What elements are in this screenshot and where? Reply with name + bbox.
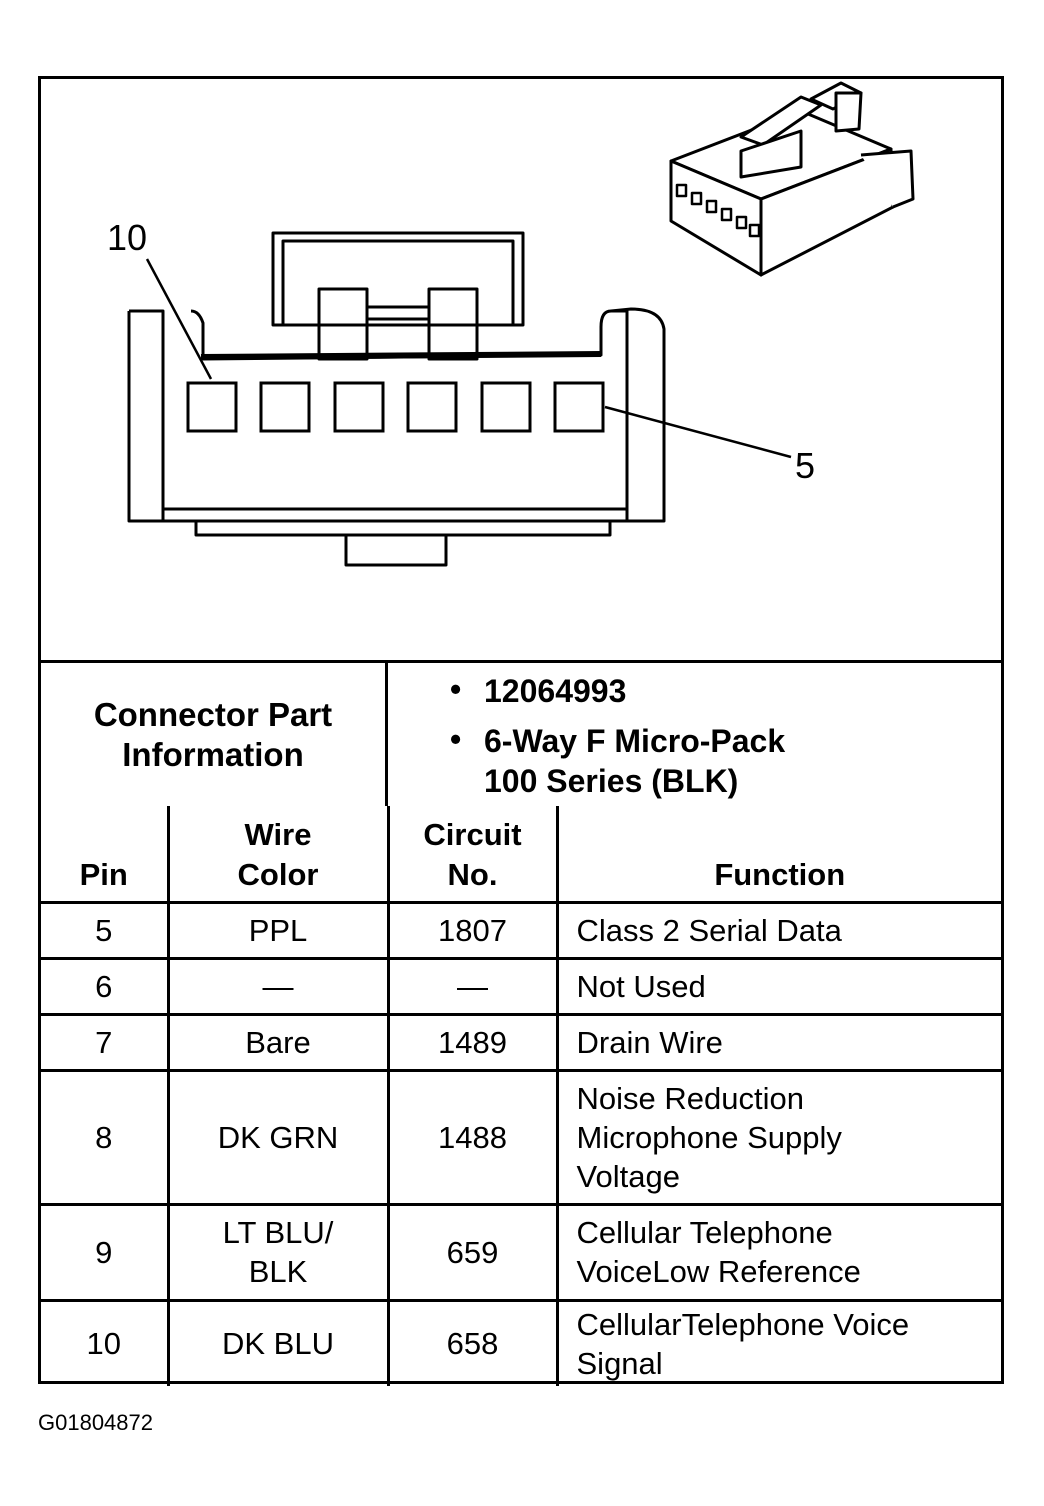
connector-isometric-view [669, 81, 915, 277]
cell-wire-color: DK GRN [166, 1068, 390, 1206]
cell-circuit: 659 [386, 1202, 559, 1302]
leader-line-pin-5 [604, 405, 792, 459]
description-line-2: 100 Series (BLK) [484, 763, 739, 799]
pin-cavity-5 [553, 381, 605, 433]
cell-wire-color: DK BLU [166, 1298, 390, 1386]
cell-circuit: 1488 [386, 1068, 559, 1206]
cell-circuit: 658 [386, 1298, 559, 1386]
cell-function: Class 2 Serial Data [555, 900, 1001, 960]
header-function: Function [555, 806, 1001, 904]
connector-part-info: Connector Part Information • 12064993 • … [41, 660, 1001, 806]
cell-function: Cellular Telephone VoiceLow Reference [555, 1202, 1001, 1302]
leader-line-pin-10 [145, 258, 213, 380]
pin-cavity-10 [186, 381, 238, 433]
connector-part-info-values: • 12064993 • 6-Way F Micro-Pack 100 Seri… [388, 663, 1001, 806]
connector-part-info-label: Connector Part Information [41, 663, 388, 806]
figure-code: G01804872 [38, 1410, 153, 1435]
pin-label-10: 10 [107, 217, 148, 258]
cell-pin: 9 [41, 1202, 170, 1302]
pin-cavities [186, 381, 605, 433]
pin-cavity-6 [480, 381, 532, 433]
connector-face-drawing [127, 81, 915, 567]
header-pin: Pin [41, 806, 170, 904]
table-row: 10 DK BLU 658 CellularTelephone Voice Si… [41, 1298, 1001, 1386]
cell-wire-color: — [166, 956, 390, 1016]
pin-cavity-7 [406, 381, 458, 433]
pin-label-5: 5 [795, 445, 816, 486]
table-row: 8 DK GRN 1488 Noise Reduction Microphone… [41, 1068, 1001, 1206]
cell-circuit: 1807 [386, 900, 559, 960]
cell-wire-color: PPL [166, 900, 390, 960]
info-label-line-2: Information [122, 735, 304, 773]
description-line-1: 6-Way F Micro-Pack [484, 723, 786, 759]
cell-pin: 10 [41, 1298, 170, 1386]
table-row: 9 LT BLU/ BLK 659 Cellular Telephone Voi… [41, 1202, 1001, 1302]
cell-circuit: 1489 [386, 1012, 559, 1072]
pin-cavity-9 [259, 381, 311, 433]
cell-function: Noise Reduction Microphone Supply Voltag… [555, 1068, 1001, 1206]
cell-pin: 5 [41, 900, 170, 960]
header-circuit-no: Circuit No. [386, 806, 559, 904]
table-row: 6 — — Not Used [41, 956, 1001, 1016]
pinout-table: Pin Wire Color Circuit No. Function 5 PP… [41, 806, 1001, 1386]
cell-pin: 7 [41, 1012, 170, 1072]
bullet-dot: • [450, 671, 462, 707]
cell-function: CellularTelephone Voice Signal [555, 1298, 1001, 1386]
header-wire-color: Wire Color [166, 806, 390, 904]
cell-function: Drain Wire [555, 1012, 1001, 1072]
cell-wire-color: Bare [166, 1012, 390, 1072]
cell-circuit: — [386, 956, 559, 1016]
connector-figure-frame: 10 5 Connector Part Information • 120649… [38, 76, 1004, 1386]
connector-diagram: 10 5 [41, 79, 1001, 660]
cell-pin: 8 [41, 1068, 170, 1206]
table-row: 7 Bare 1489 Drain Wire [41, 1012, 1001, 1072]
info-label-line-1: Connector Part [93, 695, 333, 733]
cell-wire-color: LT BLU/ BLK [166, 1202, 390, 1302]
table-row: 5 PPL 1807 Class 2 Serial Data [41, 900, 1001, 960]
bullet-dot: • [450, 721, 462, 757]
pinout-header-row: Pin Wire Color Circuit No. Function [41, 806, 1001, 904]
cell-function: Not Used [555, 956, 1001, 1016]
part-number: 12064993 [484, 673, 627, 709]
pin-cavity-8 [333, 381, 385, 433]
cell-pin: 6 [41, 956, 170, 1016]
